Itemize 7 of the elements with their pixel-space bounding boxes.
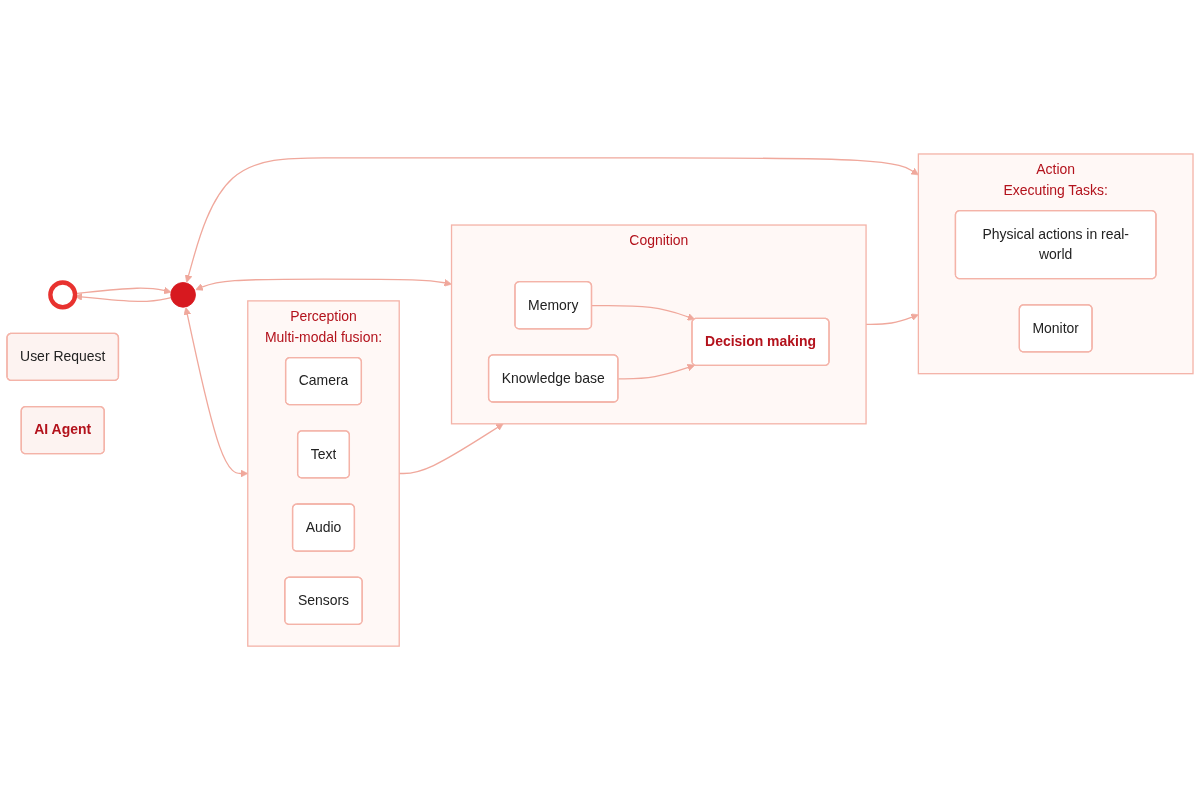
arrow xyxy=(591,304,695,321)
arrow xyxy=(617,363,695,380)
arrow xyxy=(74,293,172,302)
arrow xyxy=(184,157,919,283)
node-circle xyxy=(170,282,196,308)
node-circle xyxy=(48,280,78,310)
arrow xyxy=(195,278,452,291)
